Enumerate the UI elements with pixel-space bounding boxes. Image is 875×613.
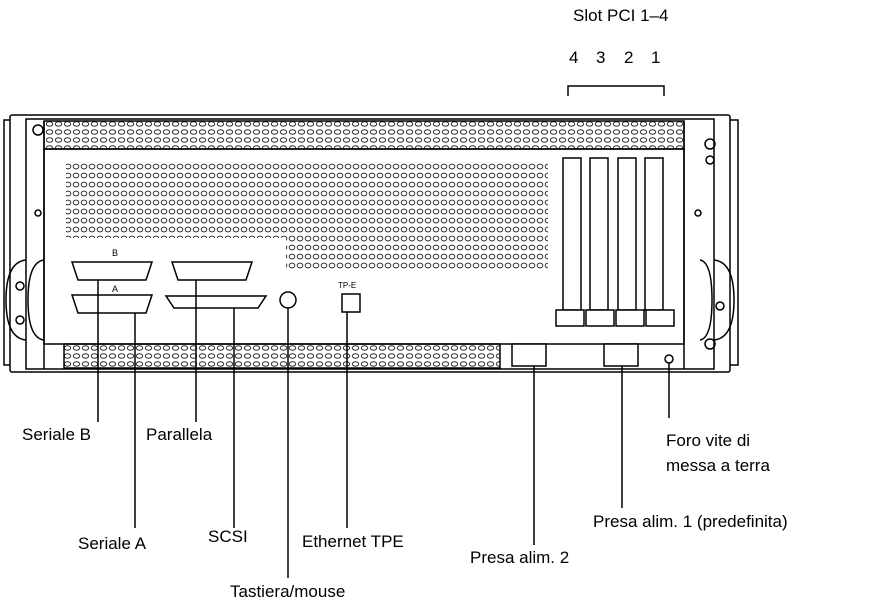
tpe-mark: TP-E [338, 281, 356, 290]
label-foro-vite-2: messa a terra [666, 456, 770, 476]
parallel-port [172, 262, 252, 280]
ethernet-tpe-port [342, 294, 360, 312]
slot-number-3: 3 [596, 48, 605, 68]
slot-number-2: 2 [624, 48, 633, 68]
power-inlet-1 [604, 344, 638, 366]
pci-slots [556, 158, 674, 326]
label-seriale-b: Seriale B [22, 425, 91, 445]
keyboard-mouse-port [280, 292, 296, 308]
power-inlet-2 [512, 344, 546, 366]
slot-number-4: 4 [569, 48, 578, 68]
label-seriale-a: Seriale A [78, 534, 146, 554]
vent-grid [66, 162, 548, 270]
serial-a-mark: A [112, 284, 118, 294]
pci-slot-bracket [568, 86, 664, 96]
label-presa-alim-2: Presa alim. 2 [470, 548, 569, 568]
serial-a-port [72, 295, 152, 313]
label-tastiera-mouse: Tastiera/mouse [230, 582, 345, 602]
serial-b-mark: B [112, 248, 118, 258]
label-ethernet-tpe: Ethernet TPE [302, 532, 404, 552]
label-presa-alim-1: Presa alim. 1 (predefinita) [593, 512, 788, 532]
label-scsi: SCSI [208, 527, 248, 547]
serial-b-port [72, 262, 152, 280]
pci-slot-title: Slot PCI 1–4 [573, 6, 668, 26]
scsi-port [166, 296, 266, 308]
label-parallela: Parallela [146, 425, 212, 445]
label-foro-vite-1: Foro vite di [666, 431, 750, 451]
ground-screw-hole [665, 355, 673, 363]
slot-number-1: 1 [651, 48, 660, 68]
